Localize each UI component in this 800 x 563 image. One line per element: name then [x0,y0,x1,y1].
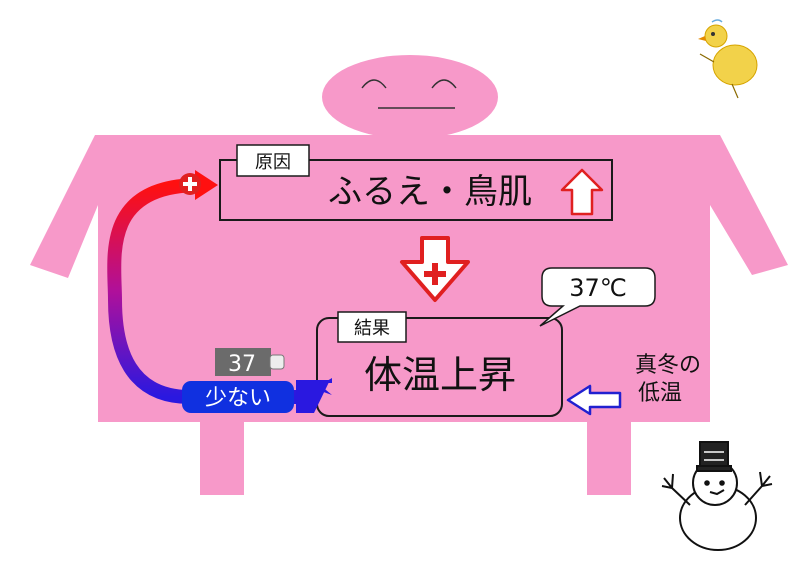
feedback-loop [107,170,332,413]
pill-label: 少ない [182,381,294,413]
cause-tag: 原因 [255,152,291,173]
thermometer-icon: 37 [215,348,285,377]
left-outline-arrow-icon [566,384,622,416]
result-box: 結果 体温上昇 [316,311,563,417]
result-frame [316,317,563,417]
cause-text: ふるえ・鳥肌 [328,172,532,212]
thermo-body [215,348,271,376]
left-leg [200,420,244,495]
chick-doodle-icon [698,19,758,99]
body-figure [30,55,788,495]
thermo-value: 37 [228,352,256,377]
face [361,79,457,109]
result-tag-box [337,311,407,343]
loop-arrow-shaft [107,178,300,404]
cold-line-2: 低温 [638,381,682,406]
pill-arrow-tip [296,380,330,413]
red-down-arrow-plus-icon [400,236,470,302]
cause-frame [219,159,613,221]
right-eye [431,79,457,89]
cause-box: 原因 ふるえ・鳥肌 [219,144,613,221]
cold-input: 真冬の 低温 [566,353,701,416]
head [322,55,498,139]
thermo-tip [269,354,285,370]
plus-badge-icon [179,173,201,195]
temperature-bubble: 37℃ [539,267,656,327]
bubble-temp: 37℃ [569,274,627,302]
pill-text: 少ない [205,386,271,411]
right-leg [587,420,631,495]
outline-up-arrow-icon [560,168,604,216]
cold-line-1: 真冬の [635,353,701,378]
left-eye [361,79,387,89]
result-text: 体温上昇 [364,353,516,397]
loop-arrow-head [195,170,218,200]
snowman-doodle-icon [661,441,773,551]
cause-tag-box [236,144,310,177]
result-tag: 結果 [354,318,390,339]
